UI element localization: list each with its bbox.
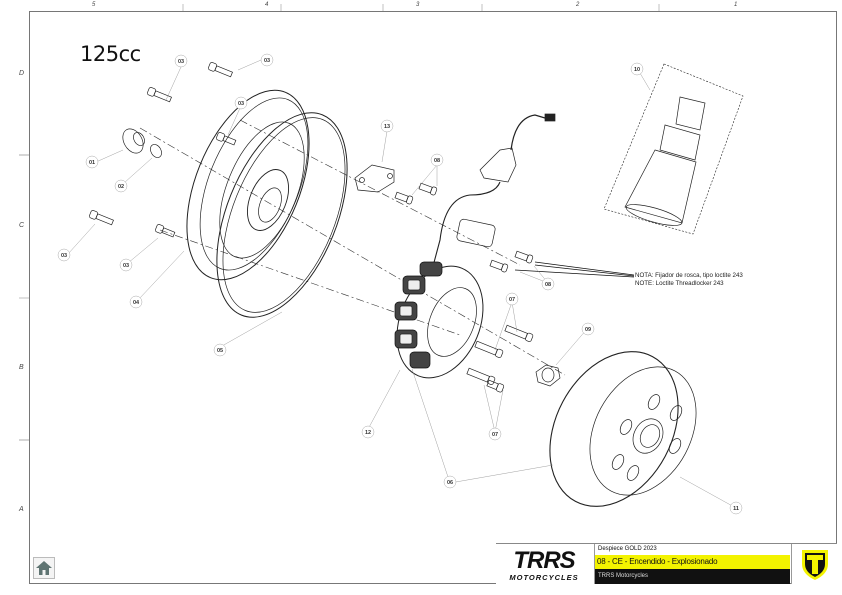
zone-row-label: A: [19, 506, 24, 513]
callout-03: 03: [174, 54, 188, 68]
svg-text:03: 03: [264, 58, 270, 64]
svg-text:09: 09: [585, 327, 591, 333]
part-washer: [122, 128, 145, 154]
svg-text:12: 12: [365, 430, 371, 436]
callout-02: 02: [114, 179, 128, 193]
part-gasket: [216, 112, 348, 318]
svg-text:08: 08: [434, 158, 440, 164]
callout-07: 07: [505, 292, 519, 306]
company-name: TRRS Motorcycles: [595, 569, 790, 584]
note-line-es: NOTA: Fijador de rosca, tipo loctite 243: [635, 272, 743, 279]
home-icon: [36, 561, 52, 575]
part-puller: [603, 63, 744, 235]
callout-04: 04: [129, 295, 143, 309]
callout-03: 03: [57, 248, 71, 262]
part-o-ring: [150, 144, 162, 158]
callout-09: 09: [581, 322, 595, 336]
svg-text:MOTORCYCLES: MOTORCYCLES: [509, 573, 578, 582]
svg-text:13: 13: [384, 124, 390, 130]
callout-03: 03: [119, 258, 133, 272]
note-leaders: [514, 261, 635, 278]
svg-text:11: 11: [733, 506, 739, 512]
zone-column-label: 3: [416, 2, 420, 8]
zone-column-label: 2: [576, 2, 580, 8]
model-label: 125cc: [80, 42, 141, 66]
callout-10: 10: [630, 62, 644, 76]
title-block-text: Despiece GOLD 2023 08 - CE - Encendido -…: [595, 544, 790, 584]
home-button[interactable]: [33, 557, 55, 579]
callout-03: 03: [260, 53, 274, 67]
svg-text:06: 06: [447, 480, 453, 486]
svg-text:03: 03: [238, 101, 244, 107]
part-bolts-03: [89, 62, 237, 238]
callout-07: 07: [488, 427, 502, 441]
svg-text:TRRS: TRRS: [513, 547, 575, 574]
callout-05: 05: [213, 343, 227, 357]
note-line-en: NOTE: Loctite Threadlocker 243: [635, 280, 724, 287]
svg-text:08: 08: [545, 282, 551, 288]
axis-lines: [139, 119, 566, 376]
trrs-logo: TRRS MOTORCYCLES: [496, 544, 595, 584]
zone-row-label: B: [19, 364, 24, 371]
svg-text:07: 07: [492, 432, 498, 438]
zone-column-label: 4: [265, 2, 269, 8]
svg-text:03: 03: [178, 59, 184, 65]
zone-row-label: C: [19, 222, 25, 229]
callout-08: 08: [541, 277, 555, 291]
part-stator: [394, 261, 484, 379]
title-block: TRRS MOTORCYCLES Despiece GOLD 2023 08 -…: [496, 543, 838, 584]
part-pickup-coil: [431, 113, 556, 271]
part-flywheel: [549, 351, 697, 507]
svg-text:04: 04: [133, 300, 140, 306]
zone-column-label: 1: [734, 2, 738, 8]
callout-bubbles: 03 03 03 01 02 03 03 04 05 13 08 08 10 0…: [57, 53, 743, 515]
part-bolts-07: [466, 324, 534, 393]
zone-column-label: 5: [92, 2, 96, 8]
part-bolts-08: [394, 182, 534, 273]
svg-text:02: 02: [118, 184, 124, 190]
callout-06: 06: [443, 475, 457, 489]
callout-12: 12: [361, 425, 375, 439]
threadlocker-note: NOTA: Fijador de rosca, tipo loctite 243…: [635, 272, 743, 288]
svg-text:01: 01: [89, 160, 95, 166]
svg-text:07: 07: [509, 297, 515, 303]
svg-text:03: 03: [123, 263, 129, 269]
callout-03: 03: [234, 96, 248, 110]
callout-13: 13: [380, 119, 394, 133]
leader-lines: [67, 59, 737, 509]
callout-01: 01: [85, 155, 99, 169]
zone-row-label: D: [19, 70, 25, 77]
part-ignition-cover: [186, 89, 310, 281]
svg-text:03: 03: [61, 253, 67, 259]
brand-logo: TRRS MOTORCYCLES: [509, 547, 578, 582]
trrs-shield-logo: [791, 544, 838, 584]
svg-text:10: 10: [634, 67, 640, 73]
document-name: Despiece GOLD 2023: [595, 544, 790, 555]
part-nut: [535, 364, 561, 387]
section-title: 08 - CE - Encendido - Explosionado: [595, 555, 790, 569]
callout-11: 11: [729, 501, 743, 515]
shield-icon: [802, 550, 828, 580]
part-bracket: [354, 164, 395, 193]
svg-text:05: 05: [217, 348, 223, 354]
callout-08: 08: [430, 153, 444, 167]
